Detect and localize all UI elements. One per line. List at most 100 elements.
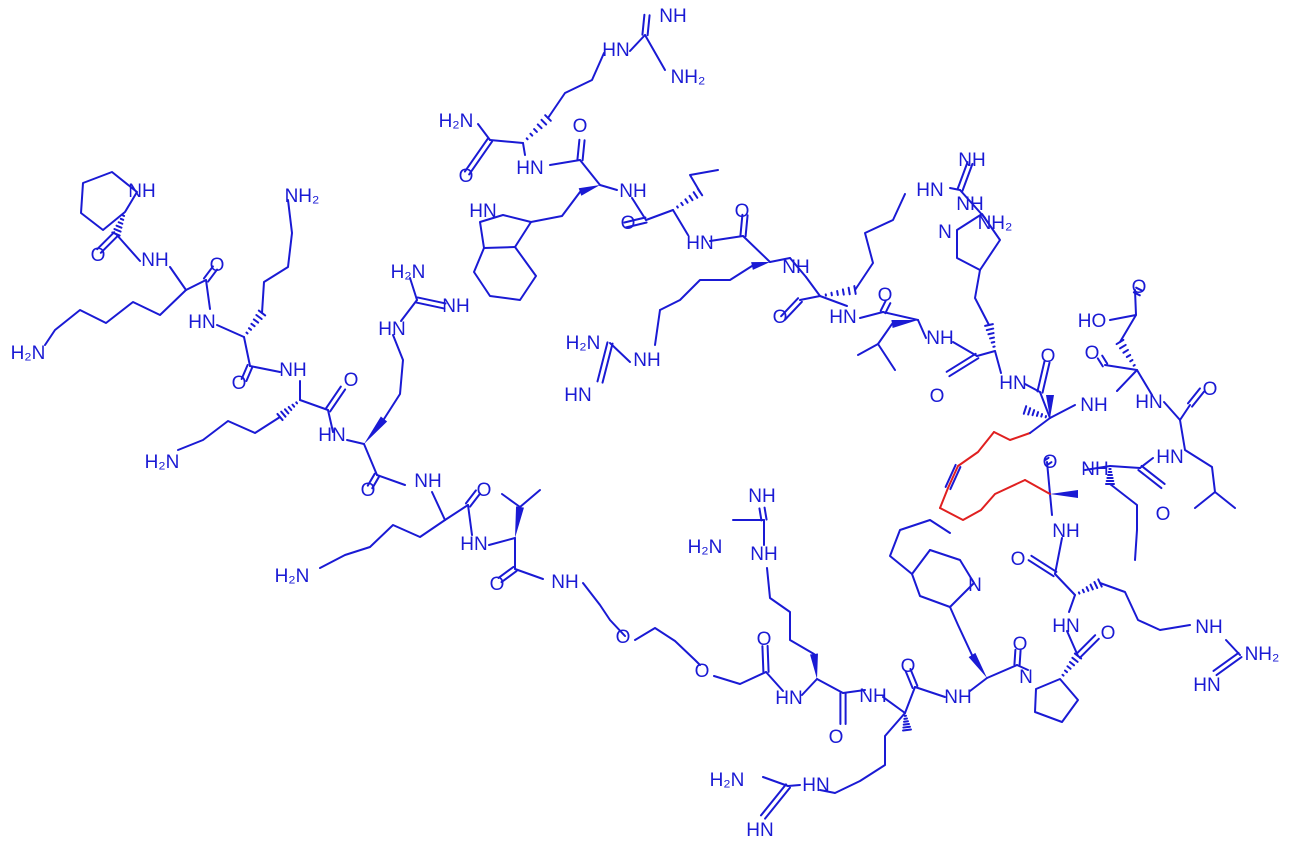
atom-label-hn: HN: [318, 425, 345, 446]
bond: [743, 236, 770, 262]
bond: [710, 236, 743, 241]
bond: [987, 329, 993, 330]
bond: [1067, 666, 1070, 668]
bond: [1024, 406, 1026, 414]
atom-label-nh2: NH₂: [671, 67, 706, 88]
atom-label-nh2: NH₂: [978, 213, 1013, 234]
atom-label-hn: HN: [1052, 616, 1079, 637]
bond: [883, 312, 918, 320]
bond: [1123, 350, 1128, 353]
bond: [364, 444, 377, 475]
bond: [401, 300, 417, 321]
bond: [256, 315, 261, 319]
bond: [1117, 370, 1137, 391]
bond-chain: [1035, 679, 1078, 722]
bond: [630, 35, 645, 51]
bond-chain: [912, 550, 950, 607]
bond: [186, 280, 206, 290]
bond: [117, 226, 122, 228]
bond: [849, 288, 850, 295]
bond: [677, 206, 678, 207]
atom-label-hn: HN: [378, 319, 405, 340]
stereo-wedge: [515, 506, 524, 538]
bond: [170, 267, 186, 290]
bond: [1055, 574, 1075, 595]
bond: [1065, 671, 1067, 673]
atom-label-h2n: H₂N: [145, 452, 180, 473]
bond: [478, 124, 490, 140]
bond: [988, 333, 993, 334]
atom-label-h2n: H₂N: [710, 770, 745, 791]
bond: [580, 160, 600, 185]
bond: [646, 210, 673, 220]
bond: [538, 124, 542, 128]
atom-label-o: O: [1043, 452, 1058, 473]
atom-label-h2n: H₂N: [688, 537, 723, 558]
bond: [681, 203, 682, 205]
bond: [530, 134, 532, 136]
bond: [1083, 590, 1084, 592]
bond: [759, 508, 761, 520]
stereo-wedge: [579, 185, 600, 196]
bond: [1180, 405, 1190, 420]
bond: [1037, 412, 1038, 416]
bond: [765, 788, 790, 819]
bond: [534, 129, 537, 132]
atom-label-o: O: [735, 201, 750, 222]
bond: [1079, 592, 1080, 593]
bond-chain: [520, 490, 540, 507]
atom-label-nh: NH: [551, 572, 578, 593]
bond-chain: [975, 270, 989, 325]
atom-label-hn: HN: [999, 373, 1026, 394]
bond: [1025, 480, 1050, 494]
bond: [817, 679, 843, 693]
bond: [860, 312, 883, 318]
bond: [1028, 408, 1030, 414]
bond-chain: [1180, 420, 1235, 508]
atom-label-o: O: [573, 116, 588, 137]
bond: [541, 120, 546, 125]
stereo-wedge: [891, 320, 918, 328]
bond: [206, 280, 210, 309]
bond: [254, 319, 258, 322]
bond-chain: [660, 266, 752, 310]
atom-label-hn: HN: [1193, 675, 1220, 696]
atom-label-h2n: H₂N: [439, 111, 474, 132]
atom-label-o: O: [1101, 623, 1116, 644]
atom-label-hn: HN: [829, 307, 856, 328]
atom-label-nh: NH: [414, 471, 441, 492]
atom-label-o: O: [91, 245, 106, 266]
stereo-wedge: [1046, 395, 1054, 418]
bond-chain: [767, 568, 814, 654]
atom-label-nh: NH: [1080, 395, 1107, 416]
bond: [987, 665, 1017, 678]
atom-label-n: N: [1019, 667, 1033, 688]
bond: [1070, 662, 1074, 665]
atom-label-h2n: H₂N: [275, 566, 310, 587]
bond: [1062, 675, 1063, 676]
atom-label-h2n: H₂N: [566, 333, 601, 354]
bond: [377, 475, 405, 485]
atom-label-nh: NH: [750, 544, 777, 565]
bond: [285, 409, 288, 413]
atom-label-o: O: [757, 629, 772, 650]
bond-chain: [820, 713, 905, 793]
atom-label-hn: HN: [916, 180, 943, 201]
bond: [765, 508, 767, 520]
bond: [1087, 587, 1089, 591]
bond-chain: [714, 672, 766, 684]
atom-label-hn: HN: [460, 534, 487, 555]
bond-chain: [178, 417, 280, 450]
bond: [583, 140, 585, 160]
atom-label-o: O: [695, 661, 710, 682]
bond: [820, 296, 847, 306]
atom-label-nh: NH: [279, 360, 306, 381]
bond: [1127, 355, 1130, 357]
bond: [114, 229, 120, 232]
bond: [610, 343, 630, 362]
bond: [1050, 494, 1052, 515]
bond: [603, 344, 613, 383]
bond: [1110, 466, 1140, 468]
atom-label-nh: NH: [128, 181, 155, 202]
bond: [694, 192, 698, 198]
